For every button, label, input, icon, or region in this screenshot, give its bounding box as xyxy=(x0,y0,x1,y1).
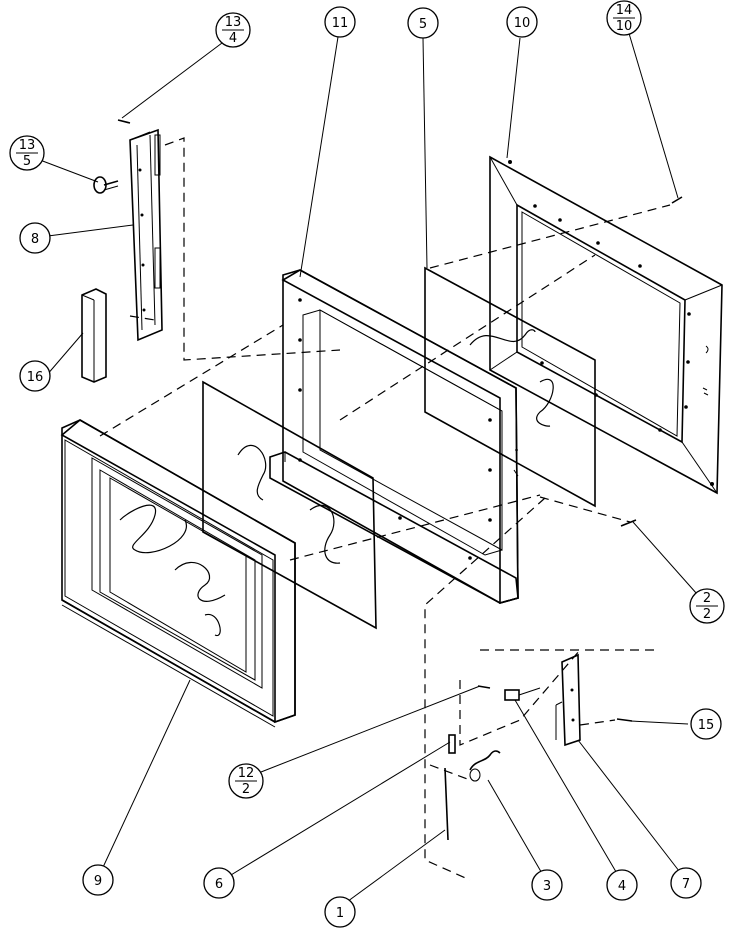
callout-2-2-top: 2 xyxy=(703,591,711,606)
callout-2-2-bottom: 2 xyxy=(703,607,711,622)
callout-3-label: 3 xyxy=(543,879,551,894)
callout-8: 8 xyxy=(19,222,51,254)
latch-screw xyxy=(616,718,633,722)
callout-13-5-bottom: 5 xyxy=(23,154,31,169)
callout-11-label: 11 xyxy=(332,16,349,31)
callout-10-label: 10 xyxy=(514,16,531,31)
callout-11: 11 xyxy=(324,6,356,38)
callout-14-10-top: 14 xyxy=(616,3,633,18)
callout-16: 16 xyxy=(19,360,51,392)
panel-screw xyxy=(671,196,683,204)
hinge-screw xyxy=(93,176,119,194)
callout-5: 5 xyxy=(407,7,439,39)
door-front-panel xyxy=(60,419,296,728)
callout-13-5: 13 5 xyxy=(9,135,45,171)
door-outer-panel xyxy=(489,155,723,495)
callout-3: 3 xyxy=(531,869,563,901)
callout-12-2-top: 12 xyxy=(238,766,255,781)
callout-12-2: 12 2 xyxy=(228,763,264,799)
callout-7-label: 7 xyxy=(682,877,690,892)
callout-4: 4 xyxy=(606,869,638,901)
hinge-bracket xyxy=(129,128,163,342)
callout-13-4-top: 13 xyxy=(225,15,242,30)
callout-13-4: 13 4 xyxy=(215,12,251,48)
latch-rod xyxy=(444,767,449,841)
callout-10: 10 xyxy=(506,6,538,38)
callout-16-label: 16 xyxy=(27,370,44,385)
latch-plate xyxy=(555,653,581,747)
callout-14-10-bottom: 10 xyxy=(616,19,633,34)
callout-6: 6 xyxy=(203,867,235,899)
callout-2-2: 2 2 xyxy=(689,588,725,624)
door-inner-frame xyxy=(269,269,519,605)
callout-15: 15 xyxy=(690,708,722,740)
callout-1-label: 1 xyxy=(336,906,344,921)
door-front-glass xyxy=(202,380,377,630)
callout-1: 1 xyxy=(324,896,356,928)
leader-lines xyxy=(39,29,698,908)
callout-4-label: 4 xyxy=(618,879,626,894)
callout-7: 7 xyxy=(670,867,702,899)
top-pin xyxy=(117,119,131,124)
callout-9-label: 9 xyxy=(94,874,102,889)
latch-switch xyxy=(448,734,456,754)
latch-lever xyxy=(504,687,541,701)
assembly-lines xyxy=(99,137,671,881)
callout-5-label: 5 xyxy=(419,17,427,32)
callout-13-4-bottom: 4 xyxy=(229,31,237,46)
callout-14-10: 14 10 xyxy=(606,0,642,36)
callout-8-label: 8 xyxy=(31,232,39,247)
callout-13-5-top: 13 xyxy=(19,138,36,153)
callout-12-2-bottom: 2 xyxy=(242,782,250,797)
callout-15-label: 15 xyxy=(698,718,715,733)
spacer-block xyxy=(81,288,107,383)
callout-6-label: 6 xyxy=(215,877,223,892)
latch-spring xyxy=(469,750,501,782)
frame-screw xyxy=(620,519,637,527)
door-glass-sheet xyxy=(424,266,596,508)
callout-9: 9 xyxy=(82,864,114,896)
